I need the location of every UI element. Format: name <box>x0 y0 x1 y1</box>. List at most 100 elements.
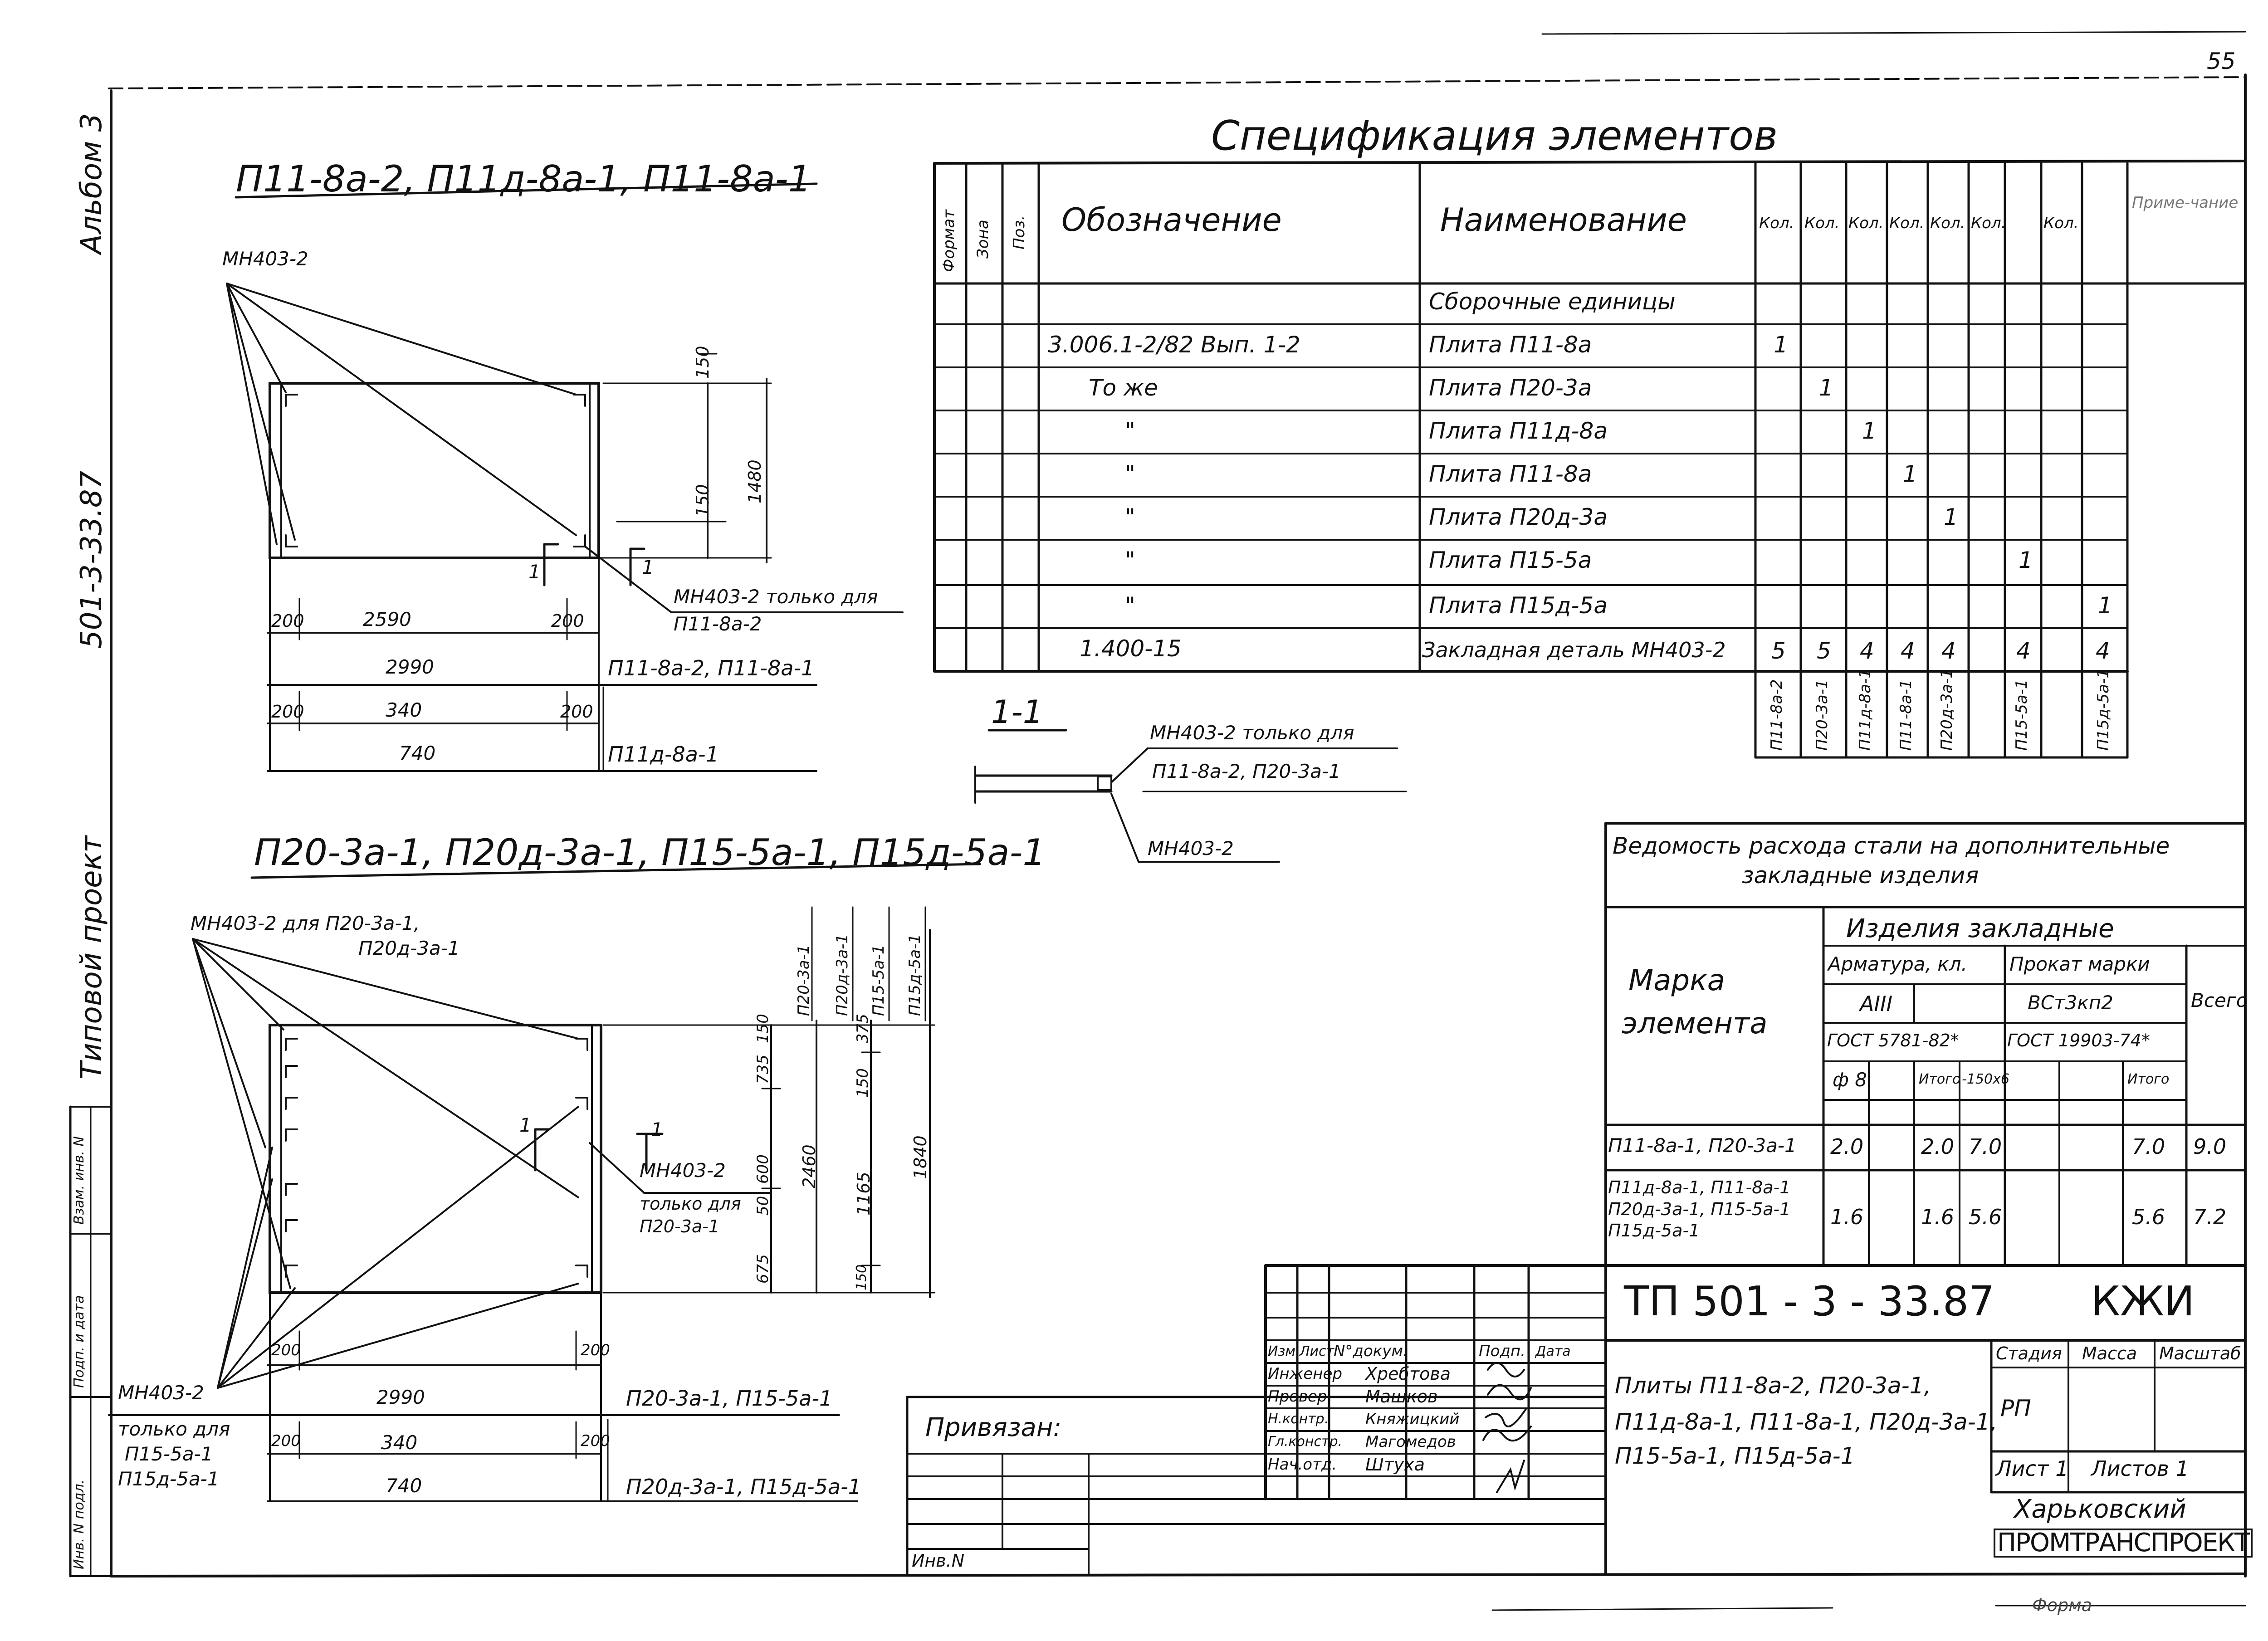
view2-dim-200c: 200 <box>271 1432 301 1450</box>
view1-dim-150a: 150 <box>693 346 713 379</box>
view2-col-label-2: П20д-3а-1 <box>833 934 851 1016</box>
section-title: 1-1 <box>991 694 1043 731</box>
stamp-desc3: П15-5а-1, П15д-5а-1 <box>1615 1443 1855 1469</box>
spec-title: Спецификация элементов <box>1211 112 1778 160</box>
steel-row2-c: 5.6 <box>1969 1205 2002 1229</box>
steel-itogo-1: Итого <box>1919 1071 1961 1087</box>
view1-dim-2590: 2590 <box>363 608 411 630</box>
spec-row-7-name: Плита П15-5а <box>1429 547 1592 573</box>
stamp-rp: РП <box>2000 1395 2031 1421</box>
view1-row-2990-label: П11-8а-2, П11-8а-1 <box>608 656 815 680</box>
spec-colmark-3: П11д-8а-1 <box>1856 669 1874 751</box>
view2-dim-200b: 200 <box>581 1341 610 1359</box>
forma-label: Форма <box>2032 1595 2092 1615</box>
steel-prokat: Прокат марки <box>2009 953 2150 975</box>
view1-dim-340: 340 <box>386 699 422 721</box>
view1-note-line2: П11-8а-2 <box>674 613 762 635</box>
spec-qty-r9-c6: 4 <box>2016 638 2031 664</box>
spec-qty-r9-c3: 4 <box>1860 638 1874 664</box>
stamp-massa: Масса <box>2082 1343 2137 1363</box>
view2-dim-50: 50 <box>754 1196 772 1216</box>
view2-leftnote4: П15д-5а-1 <box>118 1468 220 1490</box>
view2-leftnote1: МН403-2 <box>118 1382 204 1404</box>
view2-col-label-4: П15д-5а-1 <box>906 934 924 1016</box>
spec-row-9-des: 1.400-15 <box>1080 635 1182 662</box>
view2-col-label-3: П15-5а-1 <box>870 944 888 1016</box>
spec-header-qty-7: Кол. <box>2043 214 2079 232</box>
view2-dim-150m: 150 <box>854 1068 872 1098</box>
spec-row-3-des: То же <box>1089 375 1158 401</box>
spec-qty-r9-c5: 4 <box>1941 638 1956 664</box>
view2-note1: МН403-2 <box>640 1159 726 1182</box>
spec-header-qty-5: Кол. <box>1930 214 1965 232</box>
view2-dim-200a: 200 <box>271 1341 301 1359</box>
steel-row1-a: 2.0 <box>1830 1134 1864 1159</box>
view2-title: П20-3а-1, П20д-3а-1, П15-5а-1, П15д-5а-1 <box>254 831 1046 874</box>
spec-header-format: Формат <box>940 210 958 272</box>
view2-dim-200d: 200 <box>581 1432 610 1450</box>
steel-row1-total: 9.0 <box>2193 1134 2227 1159</box>
view1-dim-740: 740 <box>399 742 436 764</box>
stamp-listov: Листов 1 <box>2091 1456 2189 1481</box>
stamp-name-4: Магомедов <box>1365 1433 1456 1451</box>
view2-col-label-1: П20-3а-1 <box>795 944 813 1016</box>
steel-row2-mark: П11д-8а-1, П11-8а-1 П20д-3а-1, П15-5а-1 … <box>1608 1177 1791 1241</box>
section-note3: МН403-2 <box>1148 837 1234 860</box>
side-inv-podl: Инв. N подл. <box>71 1479 87 1569</box>
stamp-org2: ПРОМТРАНСПРОЕКТ <box>1994 1529 2253 1558</box>
view2-dim-375: 375 <box>854 1014 872 1043</box>
view2-dim-2460: 2460 <box>799 1144 819 1188</box>
steel-title2: закладные изделия <box>1742 862 1979 889</box>
steel-izd: Изделия закладные <box>1846 914 2114 943</box>
view2-leader1: МН403-2 для П20-3а-1, <box>191 912 420 934</box>
spec-qty-r9-c7: 4 <box>2096 638 2110 664</box>
view1-row-740-label: П11д-8а-1 <box>608 742 719 767</box>
stamp-h-list: Лист <box>1300 1343 1334 1359</box>
spec-header-qty-6: Кол. <box>1971 214 2006 232</box>
view1-title: П11-8а-2, П11д-8а-1, П11-8а-1 <box>236 158 811 200</box>
view1-dim-200b: 200 <box>551 611 584 631</box>
side-podp-data: Подп. и дата <box>71 1295 87 1388</box>
spec-qty-r5-c4: 1 <box>1903 461 1917 487</box>
spec-header-qty-4: Кол. <box>1889 214 1925 232</box>
view1-cut-right: 1 <box>642 556 654 578</box>
steel-row2-total: 7.2 <box>2193 1205 2227 1229</box>
view2-cut-left: 1 <box>519 1114 532 1136</box>
spec-qty-r4-c3: 1 <box>1862 418 1877 444</box>
spec-row-4-name: Плита П11д-8а <box>1429 418 1608 444</box>
stamp-role-5: Нач.отд. <box>1268 1455 1337 1474</box>
spec-colmark-6: П15-5а-1 <box>2013 679 2031 751</box>
inv-label: Инв.N <box>912 1551 965 1571</box>
stamp-h-doc: N°докум. <box>1334 1342 1408 1360</box>
spec-row-3-name: Плита П20-3а <box>1429 375 1592 401</box>
spec-qty-r9-c1: 5 <box>1771 638 1786 664</box>
stamp-role-3: Н.контр. <box>1268 1411 1329 1427</box>
spec-row-9-name: Закладная деталь МН403-2 <box>1422 638 1726 662</box>
spec-header-qty-2: Кол. <box>1804 214 1840 232</box>
stamp-h-data: Дата <box>1535 1343 1571 1359</box>
section-note1: МН403-2 только для <box>1150 722 1354 744</box>
view1-dim-1480: 1480 <box>745 459 765 503</box>
spec-row-5-name: Плита П11-8а <box>1429 461 1592 487</box>
spec-colmark-4: П11-8а-1 <box>1897 679 1915 751</box>
spec-row-8-name: Плита П15д-5а <box>1429 592 1608 619</box>
spec-row-2-name: Плита П11-8а <box>1429 332 1592 358</box>
view2-dim-340: 340 <box>381 1431 418 1454</box>
stamp-h-podp: Подп. <box>1479 1342 1525 1360</box>
side-project-code: 501-3-33.87 <box>75 470 108 649</box>
side-vzam-inv: Взам. инв. N <box>71 1136 87 1225</box>
steel-itogo-2: Итого <box>2127 1071 2170 1087</box>
view2-leftnote3: П15-5а-1 <box>125 1443 213 1465</box>
steel-row1-b: 2.0 <box>1921 1134 1955 1159</box>
spec-colmark-7: П15д-5а-1 <box>2094 669 2112 751</box>
stamp-role-2: Провер. <box>1268 1387 1332 1406</box>
stamp-mark: КЖИ <box>2091 1278 2195 1325</box>
steel-row2-d: 5.6 <box>2132 1205 2165 1229</box>
spec-header-pos: Поз. <box>1010 215 1028 249</box>
side-project-label: Типовой проект <box>75 835 108 1079</box>
spec-qty-r9-c4: 4 <box>1901 638 1915 664</box>
spec-row-6-des: " <box>1125 504 1135 530</box>
spec-qty-r9-c2: 5 <box>1817 638 1831 664</box>
stamp-name-1: Хребтова <box>1365 1364 1451 1384</box>
